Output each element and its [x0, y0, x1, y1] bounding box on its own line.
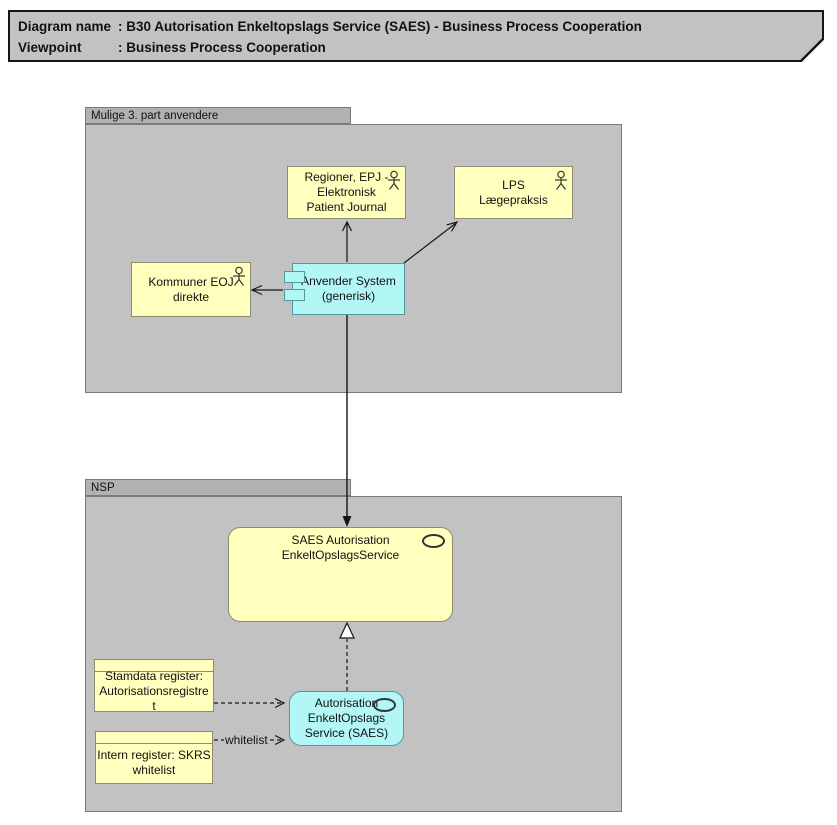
node-stamdata-register[interactable]: Stamdata register: Autorisationsregistre…: [94, 659, 214, 713]
node-lps[interactable]: LPS Lægepraksis: [454, 166, 573, 219]
node-label: LPS Lægepraksis: [479, 177, 548, 207]
node-label: Anvender System (generisk): [301, 274, 396, 303]
actor-icon: [555, 170, 567, 190]
object-band-icon: [96, 732, 212, 744]
node-label: SAES Autorisation EnkeltOpslagsService: [281, 533, 400, 562]
node-label: Stamdata register: Autorisationsregistre…: [99, 668, 209, 713]
group-label: Mulige 3. part anvendere: [91, 110, 219, 122]
service-oval-icon: [373, 698, 396, 712]
actor-icon: [388, 170, 400, 190]
node-saes-service[interactable]: SAES Autorisation EnkeltOpslagsService: [228, 527, 453, 622]
component-tab-icon: [284, 289, 305, 301]
node-label: Autorisation EnkeltOpslags Service (SAES…: [304, 696, 389, 740]
node-label: Kommuner EOJ direkte: [148, 274, 234, 304]
actor-icon: [233, 266, 245, 286]
service-oval-icon: [422, 534, 445, 548]
node-label: Regioner, EPJ - Elektronisk Patient Jour…: [304, 170, 389, 214]
component-tab-icon: [284, 271, 305, 283]
connection-label-whitelist: whitelist: [224, 733, 269, 747]
title-line1-value: : B30 Autorisation Enkeltopslags Service…: [118, 19, 642, 34]
diagram-title-block: Diagram name : B30 Autorisation Enkeltop…: [8, 10, 824, 62]
node-label: Intern register: SKRS whitelist: [97, 748, 211, 777]
group-label: NSP: [91, 482, 115, 494]
object-band-icon: [95, 660, 213, 672]
group-tab-nsp[interactable]: NSP: [85, 479, 351, 496]
title-line1-label: Diagram name: [18, 19, 112, 34]
node-anvender-system[interactable]: Anvender System (generisk): [284, 263, 405, 315]
group-body-third-party[interactable]: [85, 124, 622, 393]
folded-corner-icon: [800, 38, 824, 62]
node-intern-register[interactable]: Intern register: SKRS whitelist: [95, 731, 213, 784]
node-regioner-epj[interactable]: Regioner, EPJ - Elektronisk Patient Jour…: [287, 166, 406, 219]
title-line2-value: : Business Process Cooperation: [118, 40, 326, 55]
title-line2-label: Viewpoint: [18, 40, 82, 55]
node-autorisation-service[interactable]: Autorisation EnkeltOpslags Service (SAES…: [289, 691, 404, 746]
node-kommuner-eoj[interactable]: Kommuner EOJ direkte: [131, 262, 251, 317]
group-tab-third-party[interactable]: Mulige 3. part anvendere: [85, 107, 351, 124]
